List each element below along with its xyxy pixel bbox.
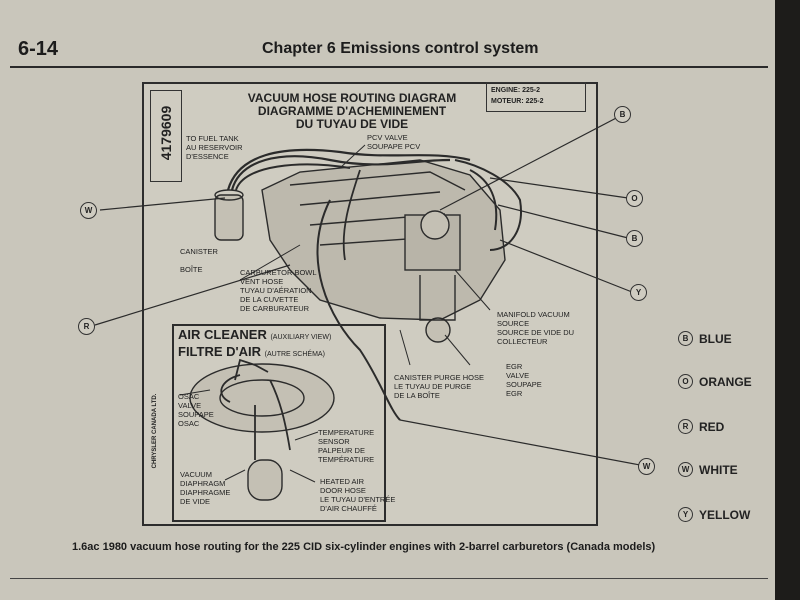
carburetor-bowl-label: CARBURETOR BOWL VENT HOSE TUYAU D'AÉRATI… <box>240 268 317 313</box>
legend-label: BLUE <box>699 331 732 346</box>
air-cleaner-view-fr: (AUTRE SCHÉMA) <box>264 351 325 358</box>
air-cleaner-view-en: (AUXILIARY VIEW) <box>270 334 332 341</box>
air-cleaner-title-en: AIR CLEANER <box>178 327 267 342</box>
legend-row-blue: B BLUE <box>678 331 732 346</box>
legend-code: W <box>678 462 693 477</box>
figure-caption: 1.6ac 1980 vacuum hose routing for the 2… <box>72 541 656 553</box>
diagram-title: VACUUM HOSE ROUTING DIAGRAM DIAGRAMME D'… <box>232 92 472 131</box>
part-number-box: 4179609 <box>150 90 182 182</box>
egr-valve-label: EGR VALVE SOUPAPE EGR <box>506 362 542 398</box>
air-cleaner-title-fr: FILTRE D'AIR <box>178 344 262 359</box>
callout-b-top: B <box>614 106 631 123</box>
heated-air-label: HEATED AIR DOOR HOSE LE TUYAU D'ENTRÉE D… <box>320 477 396 513</box>
legend-code: B <box>678 331 693 346</box>
diagram-title-line: VACUUM HOSE ROUTING DIAGRAM <box>247 91 457 105</box>
legend-row-white: W WHITE <box>678 462 738 477</box>
fuel-tank-label: TO FUEL TANK AU RESERVOIR D'ESSENCE <box>186 134 243 161</box>
callout-r: R <box>78 318 95 335</box>
legend-row-yellow: Y YELLOW <box>678 507 750 522</box>
legend-label: WHITE <box>699 462 738 477</box>
callout-b-middle: B <box>626 230 643 247</box>
temperature-sensor-label: TEMPERATURE SENSOR PALPEUR DE TEMPÉRATUR… <box>318 428 375 464</box>
callout-y: Y <box>630 284 647 301</box>
osac-valve-label: OSAC VALVE SOUPAPE OSAC <box>178 392 214 428</box>
legend-label: RED <box>699 419 725 434</box>
chrysler-text: CHRYSLER CANADA LTD. <box>152 393 158 469</box>
engine-box: ENGINE: 225-2 MOTEUR: 225-2 <box>486 82 586 112</box>
canister-label: CANISTER BOÎTE <box>180 247 218 274</box>
legend-code: O <box>678 374 693 389</box>
legend-row-red: R RED <box>678 419 724 434</box>
page-number: 6-14 <box>18 38 59 60</box>
chapter-title: Chapter 6 Emissions control system <box>262 40 539 57</box>
callout-o: O <box>626 190 643 207</box>
canister-purge-label: CANISTER PURGE HOSE LE TUYAU DE PURGE DE… <box>394 373 485 400</box>
air-cleaner-title: AIR CLEANER (AUXILIARY VIEW) FILTRE D'AI… <box>178 328 331 362</box>
page-edge-shadow <box>775 0 800 600</box>
air-cleaner-box <box>172 324 386 522</box>
header-rule <box>10 66 768 68</box>
engine-line: ENGINE: 225-2 <box>491 87 541 94</box>
bottom-rule <box>10 578 768 579</box>
callout-w-left: W <box>80 202 97 219</box>
legend-code: Y <box>678 507 693 522</box>
moteur-line: MOTEUR: 225-2 <box>491 98 544 105</box>
legend-label: YELLOW <box>699 507 751 522</box>
manifold-vacuum-label: MANIFOLD VACUUM SOURCE SOURCE DE VIDE DU… <box>497 310 575 346</box>
diagram-title-line: DU TUYAU DE VIDE <box>295 117 409 131</box>
vacuum-diaphragm-label: VACUUM DIAPHRAGM DIAPHRAGME DE VIDE <box>180 470 231 506</box>
legend-code: R <box>678 419 693 434</box>
pcv-valve-label: PCV VALVE SOUPAPE PCV <box>367 133 421 151</box>
chrysler-logo: CHRYSLER CANADA LTD. <box>140 380 164 490</box>
legend-row-orange: O ORANGE <box>678 374 752 389</box>
legend-label: ORANGE <box>699 374 752 389</box>
diagram-title-line: DIAGRAMME D'ACHEMINEMENT <box>257 104 447 118</box>
callout-w-bottom: W <box>638 458 655 475</box>
